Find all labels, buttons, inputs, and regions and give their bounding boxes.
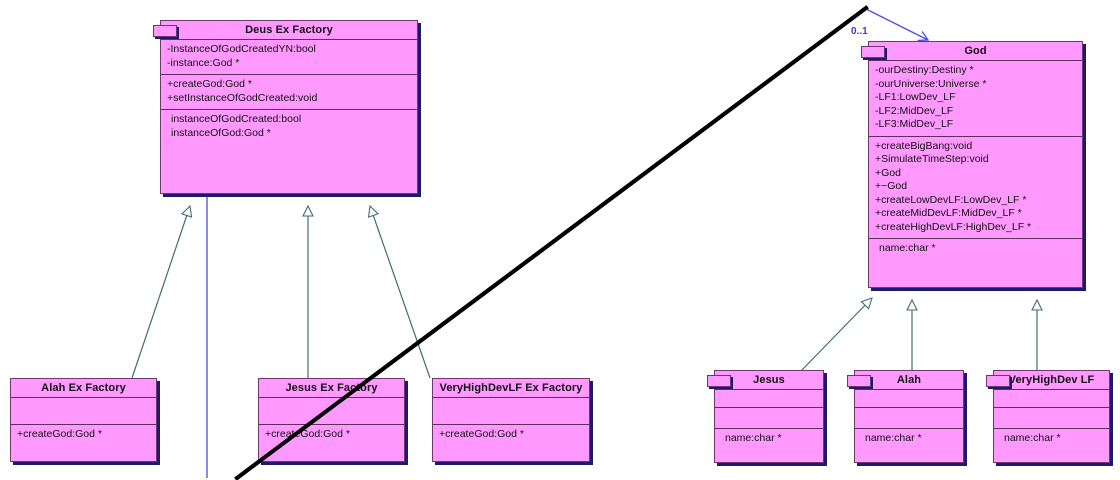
generalization-veryhighdevlfexfactory-to-deus bbox=[367, 204, 431, 379]
operations-compartment-god: +createBigBang:void +SimulateTimeStep:vo… bbox=[869, 135, 1082, 239]
class-title-god: God bbox=[964, 45, 987, 57]
attribute-row: -instance:God * bbox=[167, 56, 240, 69]
operations-compartment-alah-ex-factory: +createGod:God * bbox=[11, 424, 156, 461]
class-box-deus-ex-factory[interactable]: Deus Ex Factory -InstanceOfGodCreatedYN:… bbox=[153, 20, 418, 194]
operation-row: +setInstanceOfGodCreated:void bbox=[167, 91, 318, 104]
attributes-compartment-alah bbox=[855, 389, 963, 407]
attribute-row: -LF3:MidDev_LF bbox=[875, 118, 954, 130]
operation-row: +createHighDevLF:HighDev_LF * bbox=[875, 220, 1032, 233]
extra-row: name:char * bbox=[725, 432, 782, 444]
operations-compartment-veryhighdev-lf bbox=[994, 407, 1109, 428]
extra-compartment-god: name:char * bbox=[869, 238, 1082, 287]
operation-row: +createLowDevLF:LowDev_LF * bbox=[875, 193, 1027, 206]
operation-row: +createGod:God * bbox=[17, 428, 102, 440]
attributes-compartment-veryhighdevlf-ex-factory bbox=[433, 397, 589, 424]
association-to-god bbox=[865, 8, 930, 42]
extra-compartment-veryhighdev-lf: name:char * bbox=[994, 428, 1109, 462]
class-tab-icon bbox=[707, 375, 731, 387]
class-box-jesus-ex-factory[interactable]: Jesus Ex Factory +createGod:God * bbox=[258, 378, 405, 462]
class-box-alah[interactable]: Alah name:char * bbox=[847, 370, 964, 463]
operation-row: +SimulateTimeStep:void bbox=[875, 153, 989, 165]
operation-row: +God bbox=[875, 166, 901, 179]
class-title-alah-ex-factory: Alah Ex Factory bbox=[41, 382, 126, 394]
operations-compartment-jesus-ex-factory: +createGod:God * bbox=[259, 424, 404, 461]
attributes-compartment-jesus bbox=[715, 389, 823, 407]
class-title-jesus-ex-factory: Jesus Ex Factory bbox=[285, 382, 378, 394]
extra-compartment-jesus: name:char * bbox=[715, 428, 823, 462]
class-box-veryhighdevlf-ex-factory[interactable]: VeryHighDevLF Ex Factory +createGod:God … bbox=[432, 378, 590, 462]
class-tab-icon bbox=[847, 375, 871, 387]
attribute-row: -LF2:MidDev_LF bbox=[875, 104, 954, 117]
operation-row: +createGod:God * bbox=[167, 78, 252, 90]
attribute-row: -LF1:LowDev_LF bbox=[875, 91, 956, 103]
operation-row: +createBigBang:void bbox=[875, 139, 973, 152]
operation-row: +~God bbox=[875, 180, 908, 192]
attribute-row: -ourDestiny:Destiny * bbox=[875, 64, 974, 76]
operation-row: +createMidDevLF:MidDev_LF * bbox=[875, 207, 1022, 219]
class-box-god[interactable]: God -ourDestiny:Destiny * -ourUniverse:U… bbox=[861, 41, 1083, 288]
attributes-compartment-alah-ex-factory bbox=[11, 397, 156, 424]
generalization-jesus-to-god bbox=[799, 297, 873, 373]
extra-row: instanceOfGodCreated:bool bbox=[171, 113, 302, 125]
operations-compartment-alah bbox=[855, 407, 963, 428]
class-box-jesus[interactable]: Jesus name:char * bbox=[707, 370, 824, 463]
extra-row: name:char * bbox=[1004, 432, 1061, 444]
operations-compartment-deus: +createGod:God * +setInstanceOfGodCreate… bbox=[161, 74, 417, 109]
class-title-veryhighdev-lf: VeryHighDev LF bbox=[1008, 374, 1095, 386]
class-box-veryhighdev-lf[interactable]: VeryHighDev LF name:char * bbox=[986, 370, 1110, 463]
attributes-compartment-god: -ourDestiny:Destiny * -ourUniverse:Unive… bbox=[869, 60, 1082, 136]
association-multiplicity-label: 0..1 bbox=[851, 26, 868, 37]
class-tab-icon bbox=[986, 375, 1010, 387]
attributes-compartment-deus: -InstanceOfGodCreatedYN:bool -instance:G… bbox=[161, 39, 417, 74]
extra-compartment-alah: name:char * bbox=[855, 428, 963, 462]
extra-compartment-deus: instanceOfGodCreated:bool instanceOfGod:… bbox=[161, 109, 417, 193]
class-title-deus-ex-factory: Deus Ex Factory bbox=[245, 24, 333, 36]
operations-compartment-veryhighdevlf-ex-factory: +createGod:God * bbox=[433, 424, 589, 461]
extra-row: name:char * bbox=[865, 432, 922, 444]
attributes-compartment-jesus-ex-factory bbox=[259, 397, 404, 424]
class-box-alah-ex-factory[interactable]: Alah Ex Factory +createGod:God * bbox=[10, 378, 157, 462]
class-title-alah: Alah bbox=[896, 374, 922, 386]
class-tab-icon bbox=[861, 46, 885, 58]
operations-compartment-jesus bbox=[715, 407, 823, 428]
attributes-compartment-veryhighdev-lf bbox=[994, 389, 1109, 407]
attribute-row: -ourUniverse:Universe * bbox=[875, 77, 987, 90]
class-tab-icon bbox=[153, 25, 177, 37]
class-title-jesus: Jesus bbox=[753, 374, 785, 386]
operation-row: +createGod:God * bbox=[265, 428, 350, 440]
attribute-row: -InstanceOfGodCreatedYN:bool bbox=[167, 43, 316, 55]
generalization-alahexfactory-to-deus bbox=[131, 204, 193, 379]
operation-row: +createGod:God * bbox=[439, 428, 524, 440]
extra-row: instanceOfGod:God * bbox=[171, 126, 271, 139]
class-title-veryhighdevlf-ex-factory: VeryHighDevLF Ex Factory bbox=[439, 382, 583, 394]
extra-row: name:char * bbox=[879, 242, 936, 254]
